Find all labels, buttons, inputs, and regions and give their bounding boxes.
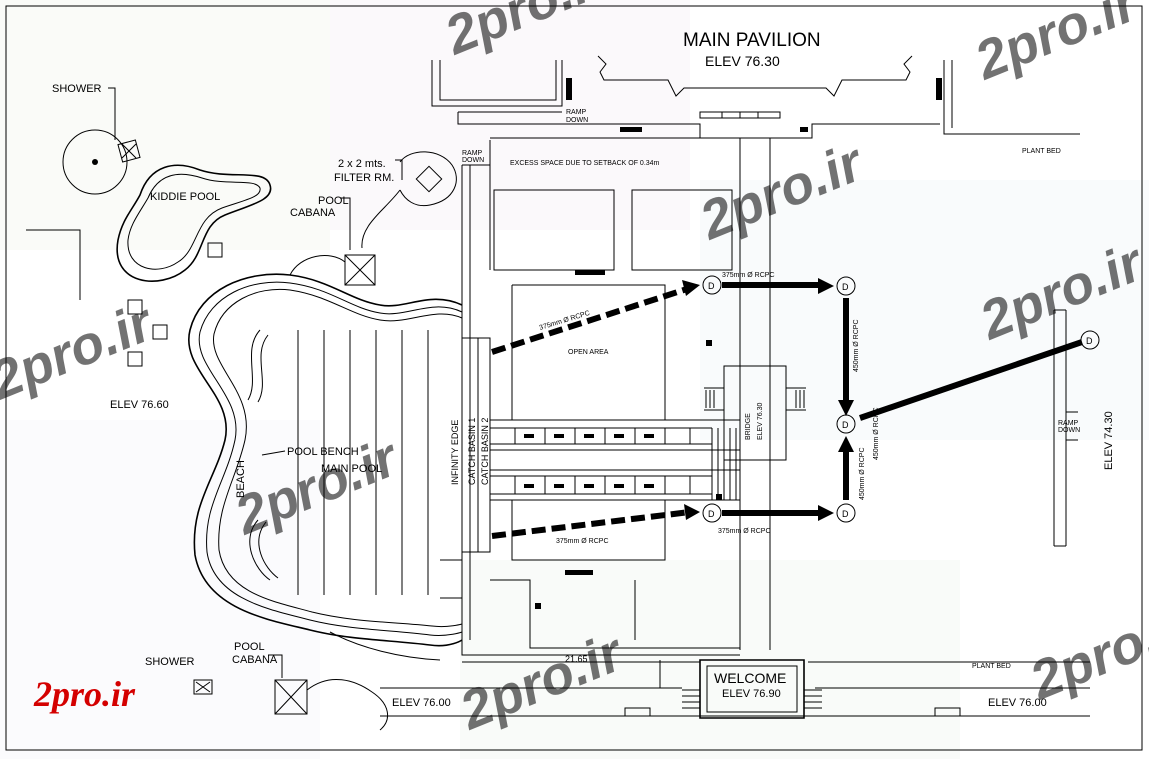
pipe-label: 450mm Ø RCPC: [873, 407, 880, 460]
bridge: BRIDGE ELEV 76.30: [704, 365, 806, 461]
kiddie-pool-label: KIDDIE POOL: [150, 191, 220, 203]
elevation-label: ELEV 76.60: [110, 399, 169, 411]
infinity-edge-label: INFINITY EDGE: [450, 420, 460, 485]
open-area-label: OPEN AREA: [568, 349, 609, 356]
welcome-elevation: ELEV 76.90: [722, 688, 781, 700]
plant-bed-label: PLANT BED: [1022, 148, 1061, 155]
dimension-label: 21.65: [565, 654, 588, 664]
ramp-label: RAMP: [566, 109, 587, 116]
drain-marker: D: [708, 509, 715, 519]
brand-logo: 2pro.ir: [33, 674, 136, 714]
catch-basin-label: CATCH BASIN 2: [480, 418, 490, 485]
main-pool-label: MAIN POOL: [321, 463, 382, 475]
ramp-label: DOWN: [566, 117, 588, 124]
catch-basin-label: CATCH BASIN 1: [467, 418, 477, 485]
pool-cabana-label: POOL: [318, 195, 349, 207]
plant-bed-label: PLANT BED: [972, 663, 1011, 670]
kiddie-pool: KIDDIE POOL SHOWER: [26, 83, 272, 367]
right-terrace: RAMP DOWN ELEV 74.30: [1053, 309, 1115, 547]
ramp-label: DOWN: [1058, 427, 1080, 434]
filter-room: 2 x 2 mts. FILTER RM. POOL CABANA: [289, 151, 457, 286]
pipe-label: 375mm Ø RCPC: [718, 528, 771, 535]
bridge-elevation: ELEV 76.30: [757, 403, 764, 440]
welcome-entry: WELCOME ELEV 76.90 PLANT BED ELEV 76.00 …: [380, 654, 1090, 719]
pool-cabana-label: CABANA: [290, 207, 336, 219]
ramp-label: DOWN: [462, 157, 484, 164]
pipe-label: 450mm Ø RCPC: [859, 447, 866, 500]
main-pavilion: MAIN PAVILION ELEV 76.30 RAMP DOWN PLANT…: [431, 30, 1080, 155]
elevation-label: ELEV 74.30: [1103, 411, 1115, 470]
pool-cabana-label: POOL: [234, 641, 265, 653]
excess-space-label: EXCESS SPACE DUE TO SETBACK OF 0.34m: [510, 160, 660, 167]
ramp-label: RAMP: [462, 150, 483, 157]
shower-label: SHOWER: [52, 83, 102, 95]
filter-room-label: FILTER RM.: [334, 172, 394, 184]
pipe-label: 375mm Ø RCPC: [556, 538, 609, 545]
filter-room-size: 2 x 2 mts.: [338, 158, 386, 170]
step-rows: [490, 427, 737, 500]
elevation-label: ELEV 76.00: [988, 697, 1047, 709]
pipe-label: 375mm Ø RCPC: [722, 272, 775, 279]
ramp-label: RAMP: [1058, 420, 1079, 427]
pool-cabana-label: CABANA: [232, 654, 278, 666]
drainage-network: D D D D D D 375mm Ø RCPC 375mm Ø RCPC 37…: [491, 272, 1100, 545]
pavilion-elevation: ELEV 76.30: [705, 53, 780, 69]
elevation-label: ELEV 76.00: [392, 697, 451, 709]
drain-marker: D: [842, 420, 849, 430]
pool-bench-label: POOL BENCH: [287, 446, 359, 458]
welcome-label: WELCOME: [714, 670, 786, 686]
drain-marker: D: [708, 281, 715, 291]
pipe-label: 450mm Ø RCPC: [853, 319, 860, 372]
drain-marker: D: [842, 509, 849, 519]
drain-marker: D: [842, 282, 849, 292]
pavilion-title: MAIN PAVILION: [683, 30, 821, 51]
main-pool: ELEV 76.60 POOL BENCH MAIN POOL BEACH: [110, 273, 463, 647]
beach-label: BEACH: [235, 460, 247, 498]
bottom-left-amenities: SHOWER POOL CABANA: [145, 631, 441, 731]
deck-structure: EXCESS SPACE DUE TO SETBACK OF 0.34m RAM…: [461, 137, 771, 656]
drawing-frame: [5, 5, 1143, 751]
bridge-label: BRIDGE: [745, 413, 752, 440]
infinity-edge: INFINITY EDGE CATCH BASIN 1 CATCH BASIN …: [450, 337, 491, 553]
drain-marker: D: [1086, 336, 1093, 346]
shower-label: SHOWER: [145, 656, 195, 668]
